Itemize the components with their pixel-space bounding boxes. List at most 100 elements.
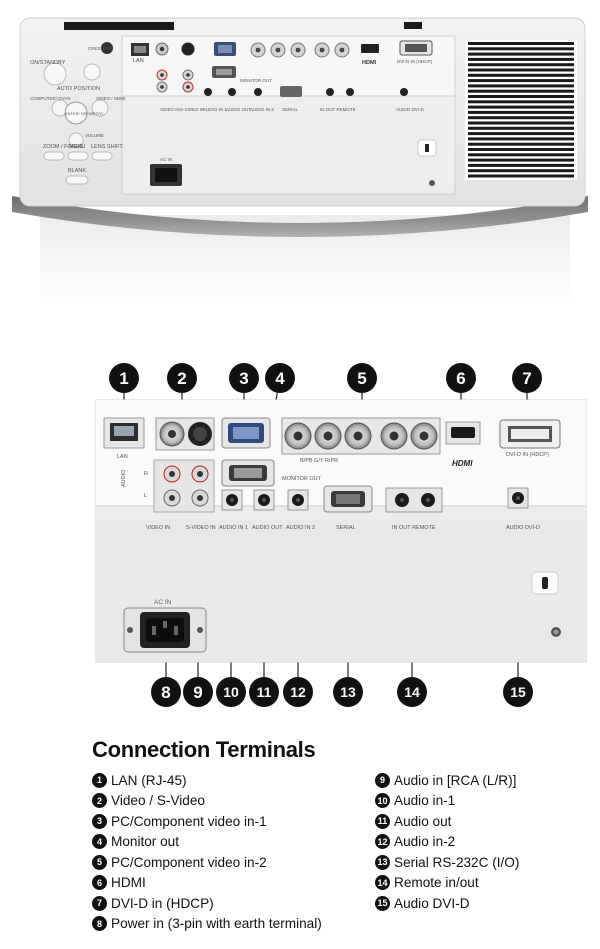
callout-badge-9 <box>183 677 213 707</box>
label-ac-in: AC IN <box>160 157 172 162</box>
label-crestron: CRESTRON <box>88 46 113 51</box>
legend-badge: 13 <box>375 854 390 870</box>
callout-badge-1 <box>109 363 139 393</box>
connector-panel-detail: B/PB G/Y R/PR HDMI DVI-D IN (HDCP) LAN A… <box>0 350 600 720</box>
projector-rear-view: ON/STANDBY CRESTRON AUTO POSITION COMPUT… <box>0 0 600 320</box>
legend-badge: 2 <box>92 793 107 809</box>
legend-badge: 7 <box>92 895 107 911</box>
callout-badge-2 <box>167 363 197 393</box>
vent-slot <box>468 95 574 98</box>
callout-badge-6 <box>446 363 476 393</box>
legend-label: Audio out <box>394 813 452 829</box>
legend-badge: 8 <box>92 916 107 932</box>
vent-slot <box>468 79 574 83</box>
vent-slot <box>468 169 574 173</box>
callout-number-8: 8 <box>161 683 170 702</box>
callout-number-15: 15 <box>510 684 526 700</box>
vent-slot <box>468 126 574 130</box>
legend-badge: 1 <box>92 772 107 788</box>
vent-slot <box>468 132 574 136</box>
label-hdmi-detail: HDMI <box>452 459 473 468</box>
vent-slot <box>468 52 574 56</box>
label-r: R <box>144 471 148 477</box>
label-volume: VOLUME <box>85 133 104 138</box>
legend-title: Connection Terminals <box>92 737 316 762</box>
legend-badge: 12 <box>375 834 390 850</box>
label-monitor-out-detail: MONITOR OUT <box>282 476 322 482</box>
callout-badge-13 <box>333 677 363 707</box>
vent-slot <box>468 142 574 146</box>
label-audio-in1: AUDIO IN 1 <box>203 107 227 112</box>
callout-badge-15 <box>503 677 533 707</box>
callout-badge-14 <box>397 677 427 707</box>
legend-badge: 11 <box>375 813 390 829</box>
label-ac-in-detail: AC IN <box>154 599 172 606</box>
vent-slot <box>468 84 574 88</box>
label-enter-geometry: ENTER/ GEOMETRY <box>65 111 104 116</box>
legend-label: PC/Component video in-1 <box>111 813 267 829</box>
label-dvi-in-detail: DVI-D IN (HDCP) <box>506 452 549 458</box>
label-computer-dvi: COMPUTER/ DVI-D <box>30 96 71 101</box>
label-blank: BLANK <box>68 168 86 174</box>
legend-label: Audio in-1 <box>394 793 456 809</box>
callout-number-3: 3 <box>239 369 248 388</box>
label-serial: SERIAL <box>282 107 299 112</box>
vent-slot <box>468 105 574 109</box>
label-auto-position: AUTO POSITION <box>57 86 100 92</box>
vent-slot <box>468 116 574 120</box>
label-monitor-out: MONITOR OUT <box>240 78 272 83</box>
legend-badge: 15 <box>375 895 390 911</box>
callout-number-4: 4 <box>275 369 285 388</box>
callout-badge-8 <box>151 677 181 707</box>
vent-slot <box>468 100 574 104</box>
vent-slot <box>468 57 574 61</box>
vent-slot <box>468 153 574 157</box>
callout-number-11: 11 <box>257 684 272 700</box>
legend-badge: 6 <box>92 875 107 891</box>
vent-slot <box>468 148 574 151</box>
callout-badge-5 <box>347 363 377 393</box>
callout-number-6: 6 <box>456 369 465 388</box>
callout-number-5: 5 <box>357 369 366 388</box>
legend-label: Power in (3-pin with earth terminal) <box>111 916 322 932</box>
vent-slot <box>468 89 574 93</box>
callout-badge-11 <box>249 677 279 707</box>
legend-badge: 10 <box>375 793 390 809</box>
label-audio-out-detail: AUDIO OUT <box>252 525 283 531</box>
vent-slot <box>468 47 574 51</box>
callout-badge-4 <box>265 363 295 393</box>
vent-slot <box>468 174 574 178</box>
callout-number-10: 10 <box>223 684 239 700</box>
label-l: L <box>144 493 147 499</box>
legend-badge: 9 <box>375 772 390 788</box>
label-audio-out: AUDIO OUT <box>226 107 251 112</box>
callout-number-13: 13 <box>340 684 356 700</box>
label-audio-in1-detail: AUDIO IN 1 <box>219 525 248 531</box>
legend-badge: 3 <box>92 813 107 829</box>
label-lan: LAN <box>133 58 144 64</box>
callout-number-9: 9 <box>193 683 202 702</box>
callout-badge-12 <box>283 677 313 707</box>
vent-slot <box>468 63 574 67</box>
vent-slot <box>468 68 574 72</box>
vent-slot <box>468 42 574 45</box>
label-video-hdmi: VIDEO / HDMI <box>96 96 125 101</box>
callout-number-14: 14 <box>404 684 420 700</box>
label-zoom-focus: ZOOM / FOCUS <box>43 144 84 150</box>
legend-label: PC/Component video in-2 <box>111 854 267 870</box>
callout-badge-7 <box>512 363 542 393</box>
label-audio-in2: AUDIO IN 2 <box>250 107 274 112</box>
legend-label: LAN (RJ-45) <box>111 772 187 788</box>
label-serial-detail: SERIAL <box>336 525 356 531</box>
label-dvi-in: DVI-D IN (HDCP) <box>397 59 432 64</box>
legend-label: HDMI <box>111 875 146 891</box>
label-audio-dvi: AUDIO DVI-D <box>396 107 425 112</box>
